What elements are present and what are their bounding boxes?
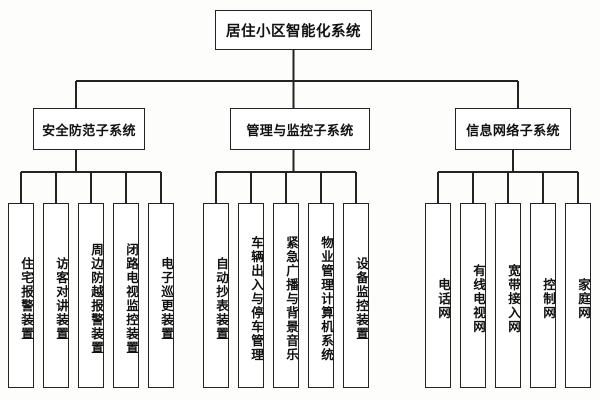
leaf-node[interactable]: 紧急广播与背景音乐 bbox=[273, 203, 299, 388]
leaf-node[interactable]: 控制网 bbox=[530, 203, 556, 388]
leaf-node[interactable]: 家庭网 bbox=[565, 203, 591, 388]
leaf-node[interactable]: 访客对讲装置 bbox=[43, 203, 69, 388]
leaf-node[interactable]: 自动抄表装置 bbox=[203, 203, 229, 388]
leaf-node[interactable]: 物业管理计算机系统 bbox=[308, 203, 334, 388]
leaf-node[interactable]: 设备监控装置 bbox=[343, 203, 369, 388]
root-node[interactable]: 居住小区智能化系统 bbox=[215, 10, 372, 50]
subsystem-node-management[interactable]: 管理与监控子系统 bbox=[230, 108, 370, 150]
subsystem-node-network[interactable]: 信息网络子系统 bbox=[455, 108, 571, 150]
leaf-node[interactable]: 住宅报警装置 bbox=[8, 203, 34, 388]
leaf-node[interactable]: 电话网 bbox=[425, 203, 451, 388]
leaf-node[interactable]: 宽带接入网 bbox=[495, 203, 521, 388]
leaf-node[interactable]: 闭路电视监控装置 bbox=[113, 203, 139, 388]
subsystem-node-security[interactable]: 安全防范子系统 bbox=[33, 108, 145, 150]
leaf-node[interactable]: 周边防越报警装置 bbox=[78, 203, 104, 388]
leaf-node[interactable]: 电子巡更装置 bbox=[148, 203, 174, 388]
leaf-node[interactable]: 有线电视网 bbox=[460, 203, 486, 388]
leaf-node[interactable]: 车辆出入与停车管理 bbox=[238, 203, 264, 388]
